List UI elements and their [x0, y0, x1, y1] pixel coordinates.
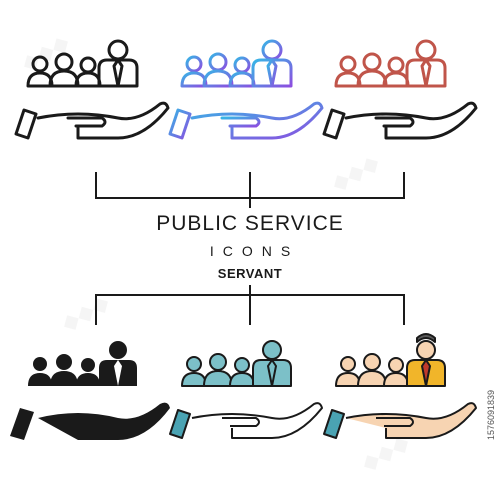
- icon-outline-red: [322, 39, 478, 140]
- heading-tag: SERVANT: [217, 266, 283, 281]
- connector-bottom: [95, 285, 405, 325]
- icon-glyph-black: [10, 341, 170, 440]
- heading-title: PUBLIC SERVICE: [156, 212, 344, 235]
- connector-top: [95, 172, 405, 208]
- icon-outline-black: [14, 39, 170, 140]
- stock-id: 1576091839: [486, 389, 496, 440]
- icon-color-full: [323, 333, 477, 439]
- icon-outline-gradient: [168, 39, 324, 140]
- icon-color-teal: [169, 340, 323, 439]
- heading-subtitle: ICONS: [209, 243, 300, 259]
